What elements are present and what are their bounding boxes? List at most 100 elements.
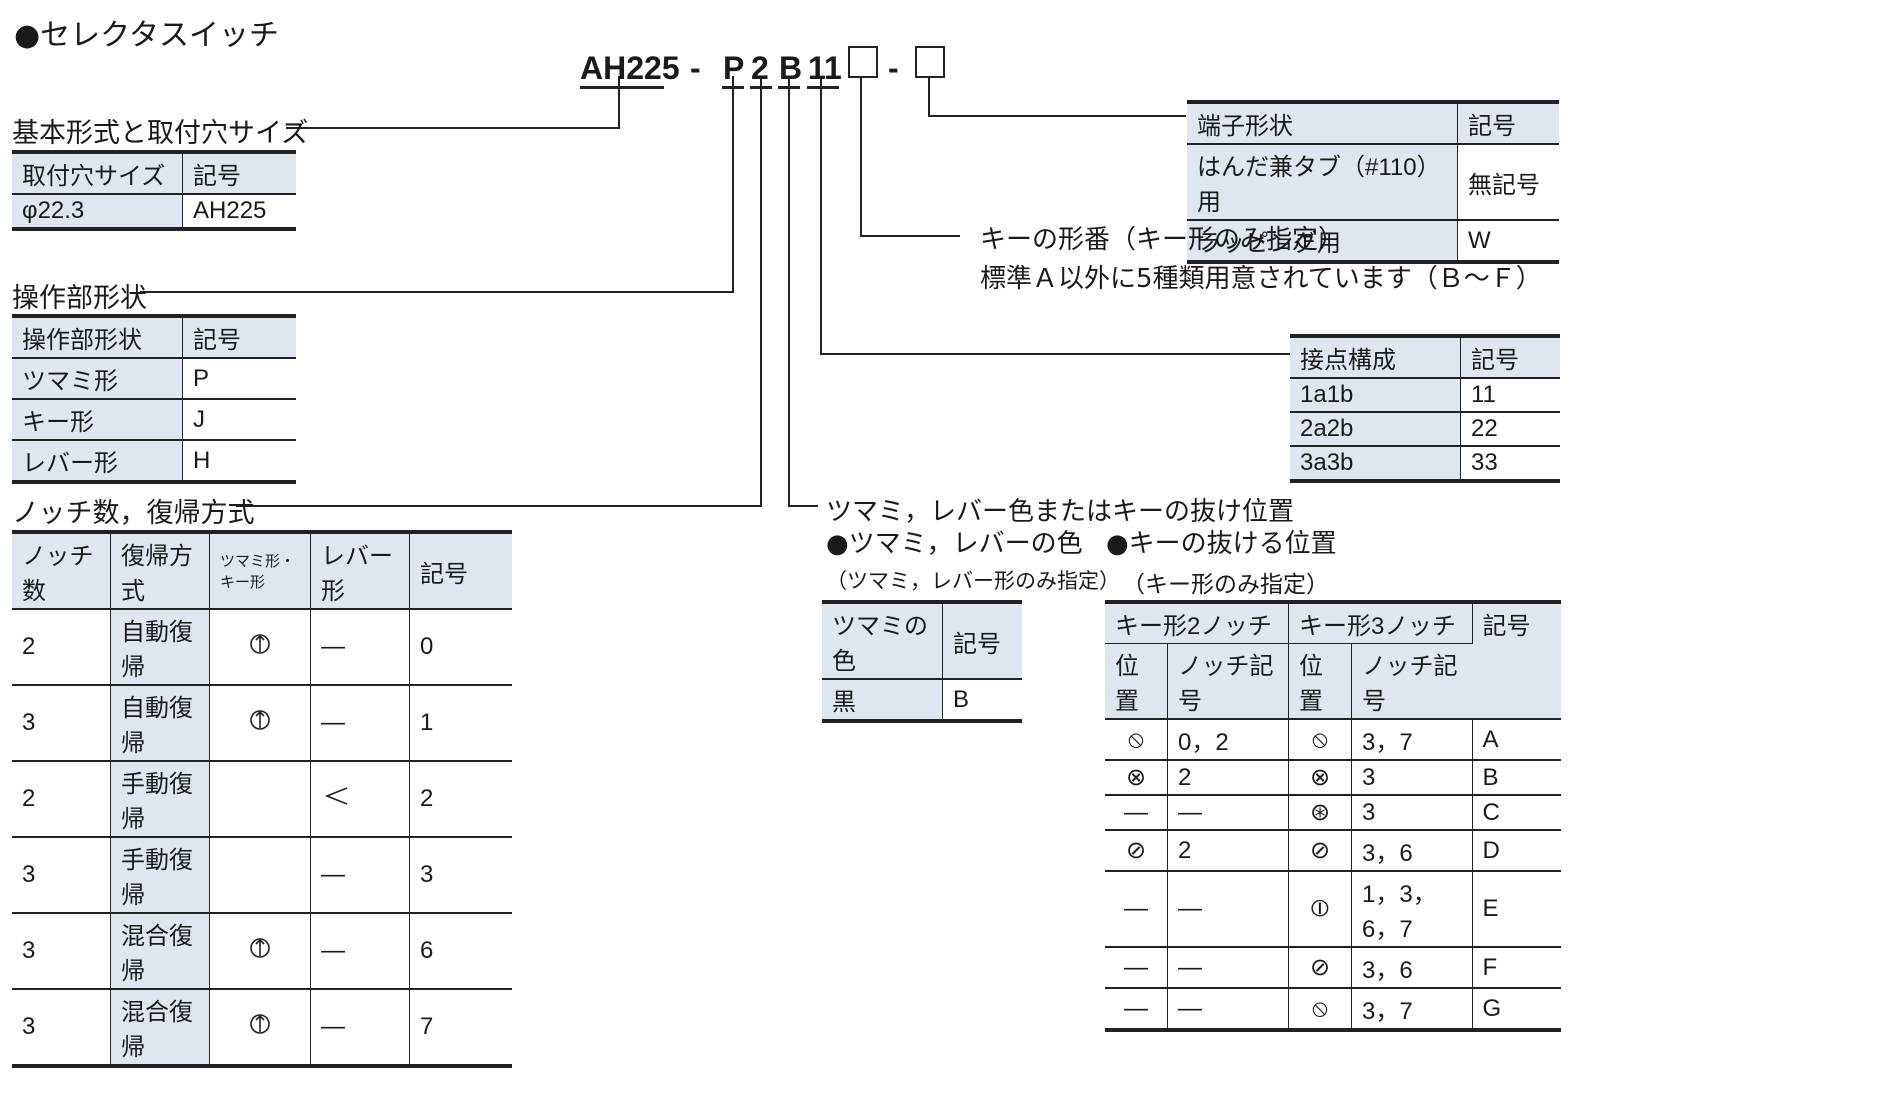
terminal-code: W bbox=[1457, 219, 1559, 264]
code-notch: 2 bbox=[751, 50, 769, 86]
notch-lever-cell: — bbox=[310, 684, 410, 762]
leader-key-v bbox=[860, 76, 862, 236]
key-code: A bbox=[1472, 718, 1561, 761]
knob-color-header-code: 記号 bbox=[942, 600, 1022, 680]
key-code: F bbox=[1472, 946, 1561, 989]
terminal-header-code: 記号 bbox=[1457, 100, 1559, 145]
base-size: φ22.3 bbox=[12, 193, 183, 231]
leader-base-v bbox=[618, 76, 620, 128]
key-pos2: — bbox=[1105, 987, 1168, 1032]
code-contacts: 11 bbox=[808, 50, 842, 86]
operator-code: P bbox=[182, 357, 296, 400]
terminal-shape: はんだ兼タブ（#110）用 bbox=[1187, 143, 1458, 221]
notch-knob-cell bbox=[209, 608, 311, 686]
key-notch3: 3，7 bbox=[1351, 987, 1473, 1032]
key-code: G bbox=[1472, 987, 1561, 1032]
key-pos2: ⦸ bbox=[1105, 718, 1168, 761]
notch-return: 自動復帰 bbox=[110, 684, 210, 762]
notch-header-return: 復帰方式 bbox=[110, 530, 210, 610]
key-removal-note: （キー形のみ指定） bbox=[1122, 572, 1329, 598]
contacts-header-code: 記号 bbox=[1460, 334, 1560, 379]
leader-base-h bbox=[286, 127, 620, 129]
key-removal-table: キー形2ノッチ キー形3ノッチ 記号 位置 ノッチ記号 位置 ノッチ記号 ⦸0，… bbox=[1105, 600, 1561, 1032]
key-pos2: — bbox=[1105, 794, 1168, 831]
page-title: ●セレクタスイッチ bbox=[14, 18, 279, 53]
notch-code: 0 bbox=[409, 608, 512, 686]
operator-shape: キー形 bbox=[12, 398, 183, 441]
contacts-code: 33 bbox=[1460, 445, 1560, 483]
key-notch2: 2 bbox=[1167, 829, 1289, 872]
notch-code: 3 bbox=[409, 836, 512, 914]
notch-return: 混合復帰 bbox=[110, 912, 210, 990]
code-operator: P bbox=[723, 50, 745, 86]
key-removal-subheader-pos3: 位置 bbox=[1288, 643, 1352, 720]
color-label: ツマミ，レバー色またはキーの抜け位置 bbox=[826, 497, 1295, 527]
key-notch3: 3，7 bbox=[1351, 718, 1473, 761]
key-notch2: 2 bbox=[1167, 759, 1289, 796]
knob-mixed-icon bbox=[248, 936, 272, 964]
notch-lever-cell: — bbox=[310, 988, 410, 1068]
lever-2-icon bbox=[321, 784, 351, 812]
notch-code: 6 bbox=[409, 912, 512, 990]
notch-count: 2 bbox=[12, 760, 111, 838]
key-code: B bbox=[1472, 759, 1561, 796]
base-label: 基本形式と取付穴サイズ bbox=[12, 118, 309, 149]
notch-code: 1 bbox=[409, 684, 512, 762]
notch-return: 手動復帰 bbox=[110, 760, 210, 838]
terminal-table: 端子形状 記号 はんだ兼タブ（#110）用 無記号 ラッピング用 W bbox=[1187, 100, 1559, 264]
notch-return: 自動復帰 bbox=[110, 608, 210, 686]
notch-knob-cell bbox=[209, 988, 311, 1068]
leader-notch-v bbox=[760, 76, 762, 506]
key-pos3: ⦸ bbox=[1288, 718, 1352, 761]
contacts-header-config: 接点構成 bbox=[1290, 334, 1461, 379]
key-notch2: — bbox=[1167, 794, 1289, 831]
contacts-code: 22 bbox=[1460, 411, 1560, 447]
key-type-line1: キーの形番（キー形のみ指定） bbox=[980, 225, 1345, 255]
key-pos3: ⊛ bbox=[1288, 794, 1352, 831]
operator-table: 操作部形状 記号 ツマミ形 P キー形 J レバー形 H bbox=[12, 314, 296, 484]
leader-color-h bbox=[788, 505, 818, 507]
key-code: D bbox=[1472, 829, 1561, 872]
key-pos3: ⦸ bbox=[1288, 987, 1352, 1032]
operator-code: J bbox=[182, 398, 296, 441]
contacts-config: 3a3b bbox=[1290, 445, 1461, 483]
leader-key-h bbox=[860, 235, 960, 237]
knob-auto-2-icon bbox=[248, 632, 272, 660]
key-pos3: ⊘ bbox=[1288, 946, 1352, 989]
key-notch3: 1，3，6，7 bbox=[1351, 870, 1473, 948]
code-base: AH225 bbox=[580, 50, 680, 86]
notch-header-code: 記号 bbox=[409, 530, 512, 610]
contacts-config: 1a1b bbox=[1290, 377, 1461, 413]
key-code: C bbox=[1472, 794, 1561, 831]
leader-operator-h bbox=[140, 291, 734, 293]
operator-header-code: 記号 bbox=[182, 314, 296, 359]
key-pos3: ⦶ bbox=[1288, 870, 1352, 948]
base-header-code: 記号 bbox=[182, 150, 296, 195]
key-code: E bbox=[1472, 870, 1561, 948]
operator-code: H bbox=[182, 439, 296, 484]
contacts-config: 2a2b bbox=[1290, 411, 1461, 447]
notch-label: ノッチ数，復帰方式 bbox=[12, 498, 255, 529]
base-code: AH225 bbox=[182, 193, 296, 231]
key-notch3: 3，6 bbox=[1351, 946, 1473, 989]
operator-header-shape: 操作部形状 bbox=[12, 314, 183, 359]
code-base-underline bbox=[580, 86, 664, 89]
key-notch2: — bbox=[1167, 946, 1289, 989]
base-header-size: 取付穴サイズ bbox=[12, 150, 183, 195]
notch-count: 2 bbox=[12, 608, 111, 686]
leader-terminal-v bbox=[928, 76, 930, 116]
notch-return: 混合復帰 bbox=[110, 988, 210, 1068]
key-notch3: 3 bbox=[1351, 759, 1473, 796]
key-removal-header-3notch: キー形3ノッチ bbox=[1288, 600, 1473, 644]
knob-auto-3-icon bbox=[248, 708, 272, 736]
code-sep2: - bbox=[888, 50, 899, 86]
